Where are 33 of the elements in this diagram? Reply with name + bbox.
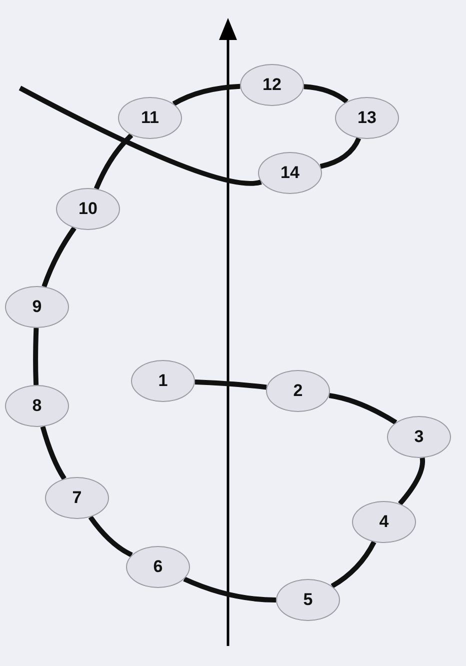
node-number: 13 — [358, 108, 376, 128]
node-number: 10 — [78, 199, 98, 219]
ellipse-node — [387, 416, 451, 458]
node-number: 14 — [280, 163, 300, 183]
node-number: 11 — [141, 108, 159, 128]
ellipse-node — [258, 152, 322, 194]
node-number: 7 — [72, 488, 82, 508]
connector-line — [33, 328, 39, 386]
node-number: 5 — [303, 590, 313, 610]
connector-line — [398, 458, 426, 506]
ellipse-node — [118, 97, 182, 139]
node-number: 4 — [379, 512, 389, 532]
node-number: 12 — [262, 75, 282, 95]
node-number: 6 — [153, 557, 163, 577]
connector-line — [330, 540, 376, 588]
connector-line — [183, 576, 276, 602]
node-number: 1 — [158, 371, 168, 391]
connector-line — [172, 84, 240, 106]
connector-line — [94, 133, 134, 190]
connector-line — [304, 84, 348, 104]
ellipse-node — [276, 579, 340, 621]
ellipse-node — [335, 97, 399, 139]
ellipse-node — [126, 546, 190, 588]
connector-line — [42, 226, 76, 288]
connector-line — [18, 86, 262, 186]
connector-line — [40, 426, 66, 480]
node-number: 9 — [32, 297, 42, 317]
node-number: 8 — [32, 396, 42, 416]
connector-line — [88, 516, 133, 558]
connector-line — [328, 393, 398, 425]
node-number: 2 — [293, 381, 303, 401]
connector-line — [194, 379, 267, 390]
node-number: 3 — [414, 427, 424, 447]
